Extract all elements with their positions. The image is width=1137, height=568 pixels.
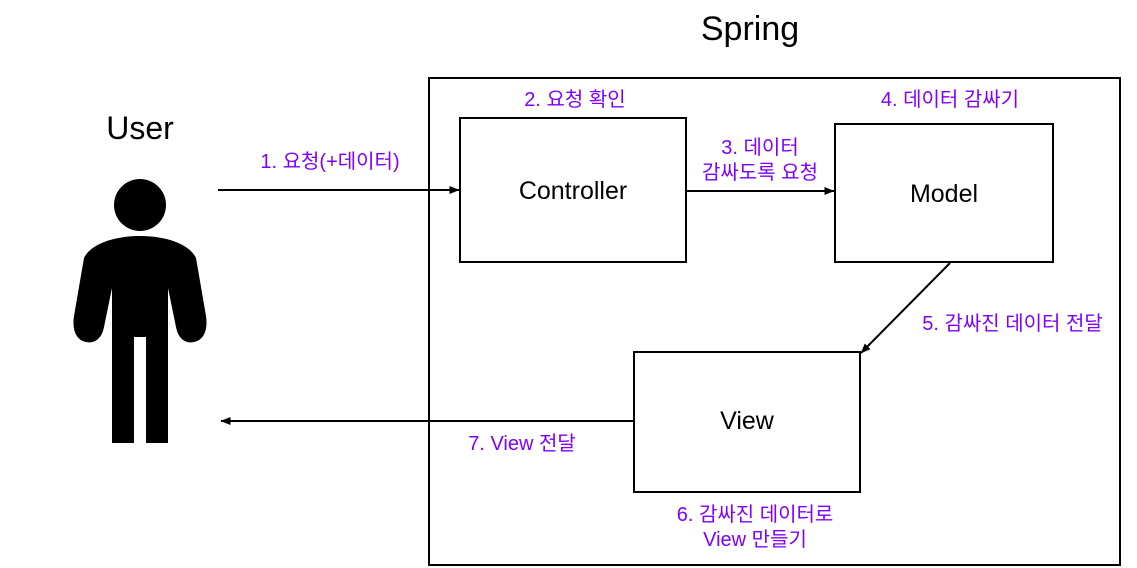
person-icon <box>73 179 207 443</box>
node-label-controller: Controller <box>518 177 628 205</box>
edge-label-step-6-line2: View 만들기 <box>703 529 807 551</box>
edge-label-step-7: 7. View 전달 <box>468 433 576 455</box>
model-box[interactable] <box>834 123 1054 263</box>
edge-label-step-1: 1. 요청(+데이터) <box>260 151 400 173</box>
diagram-title: Spring <box>700 10 800 48</box>
node-label-view: View <box>720 407 774 435</box>
spring-container-box <box>428 77 1121 566</box>
edge-label-step-2: 2. 요청 확인 <box>524 89 626 111</box>
edge-label-step-5: 5. 감싸진 데이터 전달 <box>922 313 1103 335</box>
edge-label-step-4: 4. 데이터 감싸기 <box>880 89 1020 111</box>
edge-label-step-3-line2: 감싸도록 요청 <box>702 162 818 184</box>
edge-label-step-6-line1: 6. 감싸진 데이터로 <box>676 504 834 526</box>
actor-label-user: User <box>106 110 174 146</box>
node-label-model: Model <box>909 180 979 208</box>
arrow-model-to-view <box>860 262 951 354</box>
controller-box[interactable] <box>459 117 687 263</box>
view-box[interactable] <box>633 351 861 493</box>
edge-label-step-3-line1: 3. 데이터 <box>721 137 799 159</box>
